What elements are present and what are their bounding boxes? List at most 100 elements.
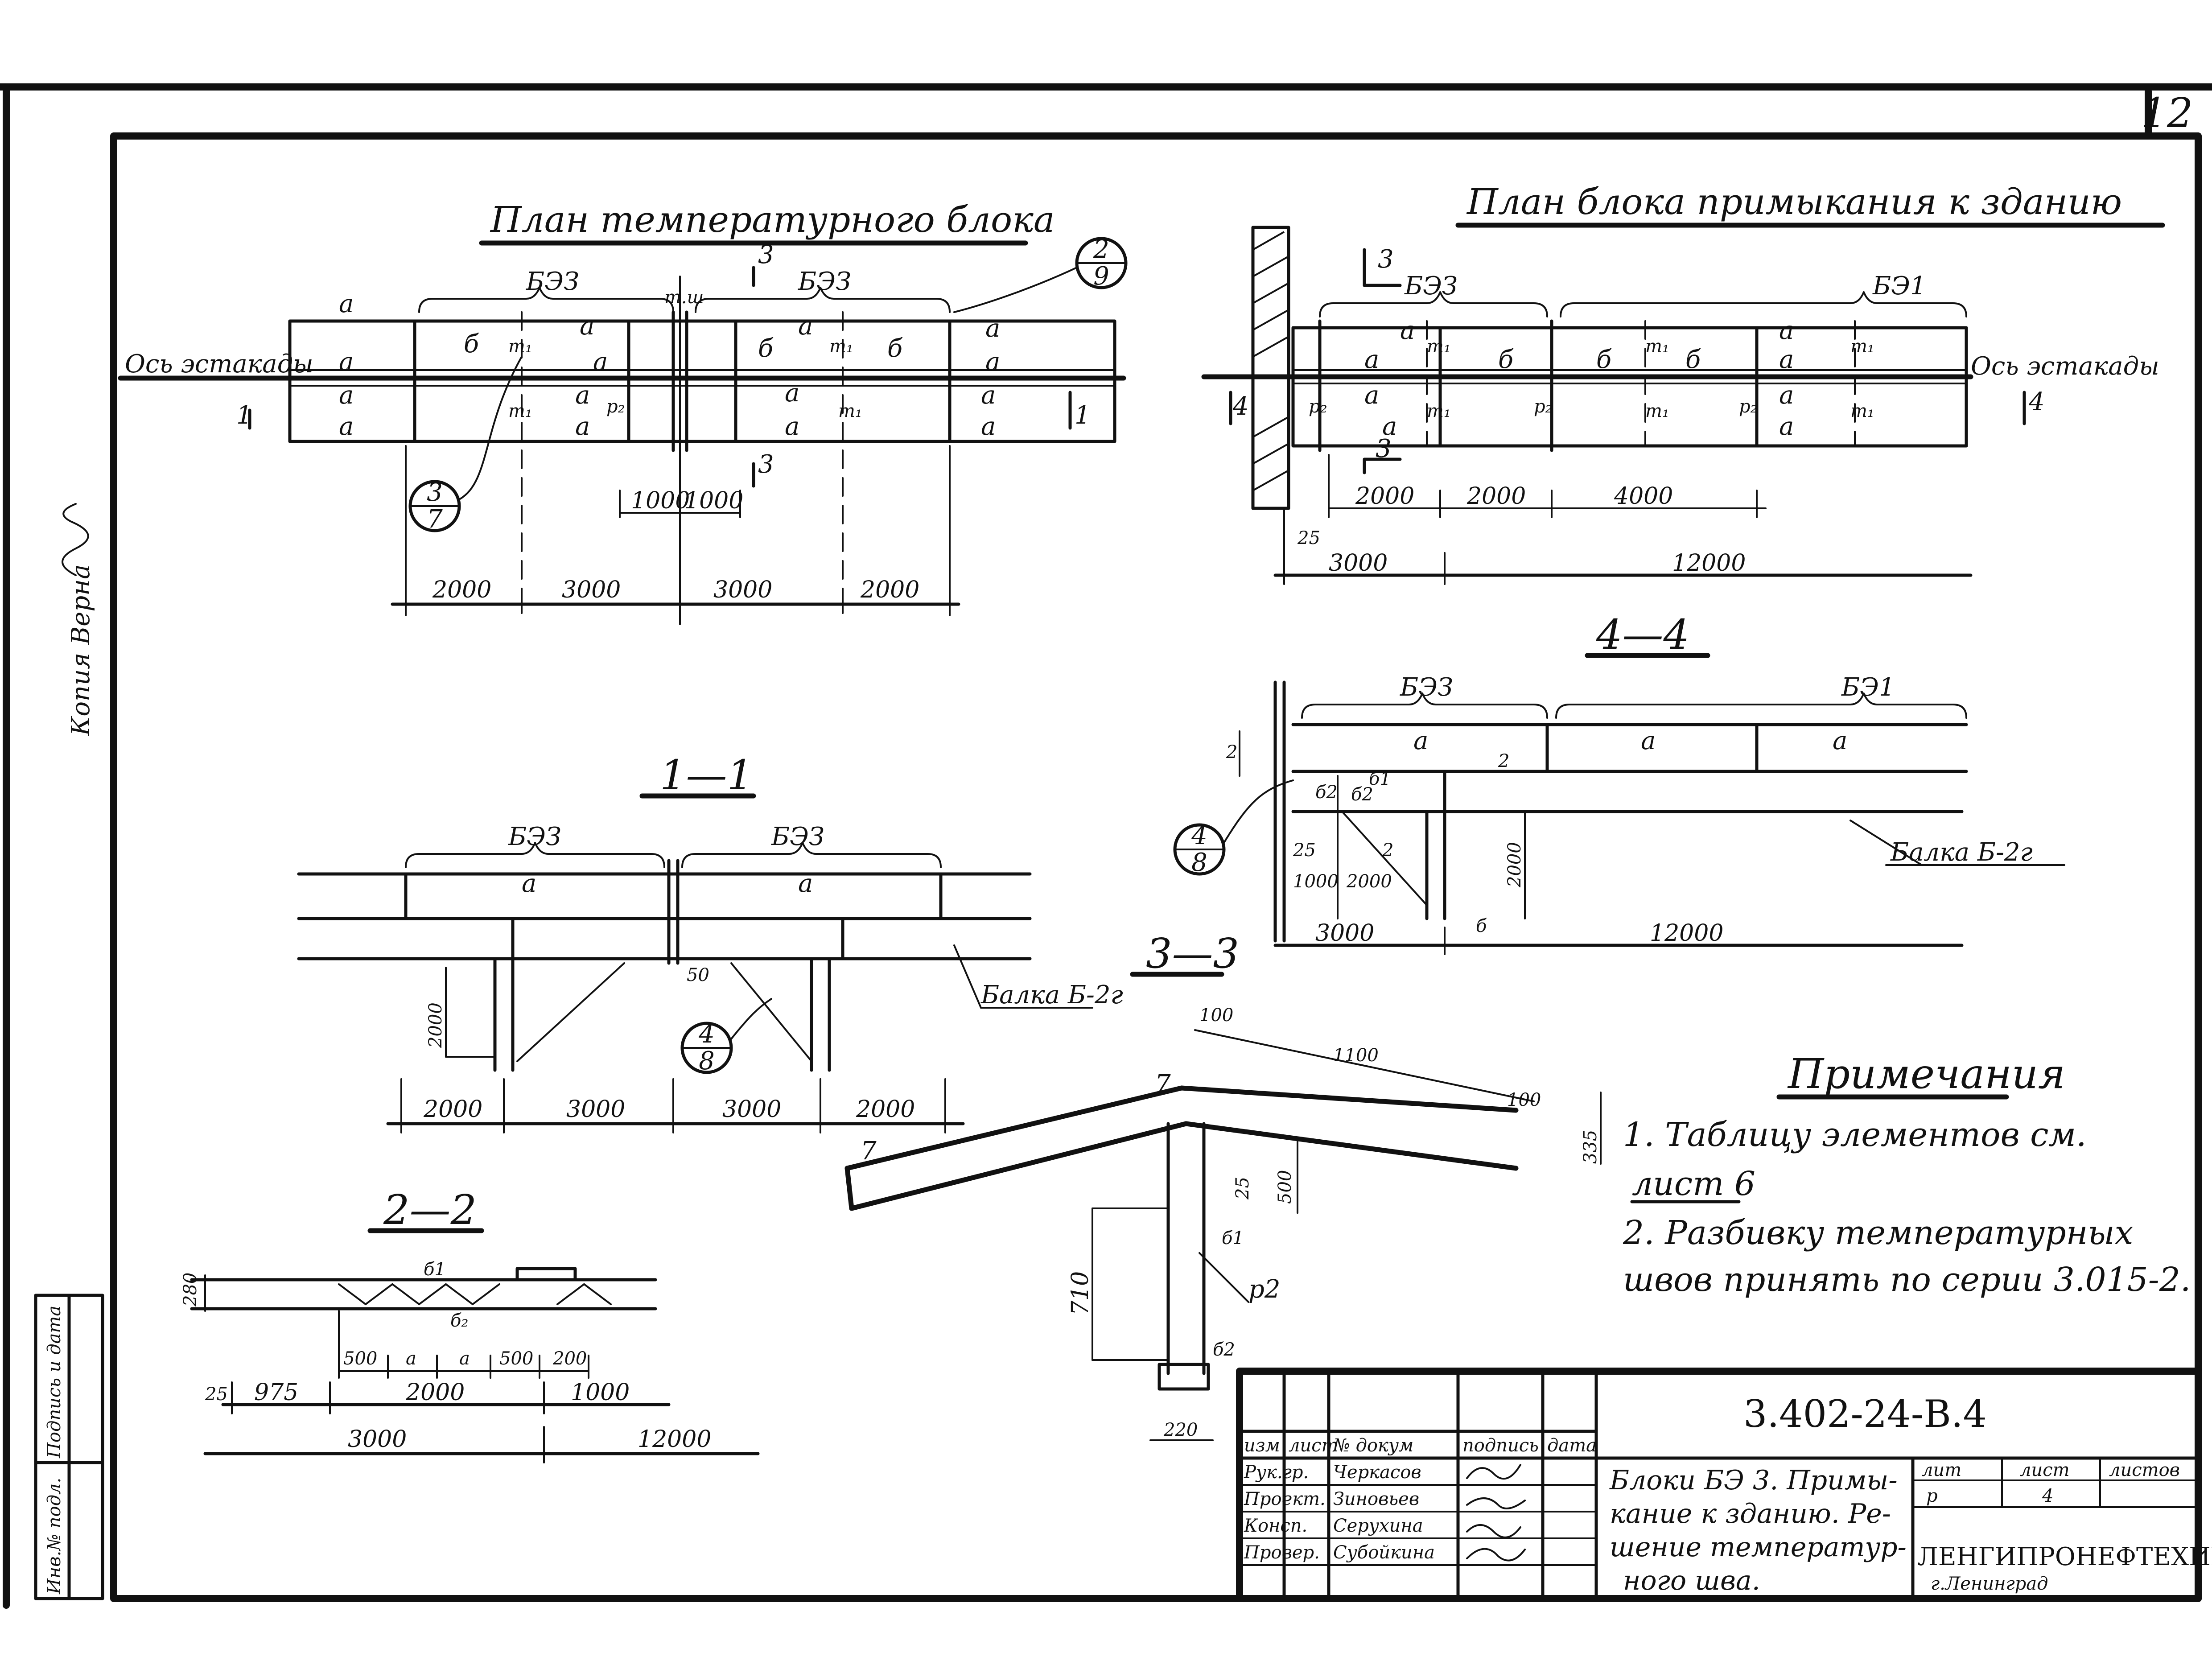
sec22-view: 2—2 б1 б₂ 280 500 а а 500 200 25 975 bbox=[180, 1186, 760, 1463]
plan-adj-label-b: б bbox=[1498, 345, 1514, 374]
plan-temp-sec-left: 1 bbox=[236, 401, 252, 430]
sec11-callout-bot: 8 bbox=[699, 1047, 715, 1076]
plan-adj-label-m: т₁ bbox=[1427, 336, 1451, 357]
plan-temp-callout-2-bot: 7 bbox=[427, 505, 443, 534]
margin-note: Копия Верна bbox=[66, 565, 95, 736]
notes-title: Примечания bbox=[1787, 1050, 2065, 1098]
sec22-dim-4: 1000 bbox=[571, 1379, 630, 1406]
plan-adj-sec-right: 4 bbox=[2028, 387, 2045, 416]
titleblock-lit-hdr-2: лист bbox=[2020, 1460, 2070, 1480]
plan-temp-sec-right: 1 bbox=[1075, 401, 1091, 430]
titleblock-role-2: Проект. bbox=[1244, 1489, 1326, 1509]
sec11-dim-1: 2000 bbox=[423, 1096, 482, 1123]
sec33-dim-5: 500 bbox=[1275, 1170, 1295, 1204]
sec33-cut-left: 7 bbox=[861, 1137, 877, 1166]
sec33-label-p2: р2 bbox=[1248, 1275, 1280, 1304]
titleblock-hdr-2: лист bbox=[1289, 1435, 1339, 1456]
sec22-dim-small-1: 500 bbox=[343, 1348, 377, 1369]
plan-temp-label-a: а bbox=[981, 412, 996, 441]
sec44-label-1: б2 bbox=[1315, 782, 1338, 803]
plan-adj-axis: Ось эстакады bbox=[1971, 352, 2159, 381]
plan-temp-block-2: БЭЗ bbox=[798, 267, 851, 296]
sec11-label-a: а bbox=[798, 869, 813, 898]
titleblock-desc-2: кание к зданию. Ре- bbox=[1610, 1498, 1891, 1529]
sec44-callout-bot: 8 bbox=[1191, 848, 1207, 877]
plan-temp-label-a: а bbox=[575, 381, 590, 410]
plan-temp-view: План температурного блока БЭЗ БЭЗ т.ш Ос… bbox=[118, 199, 1128, 625]
titleblock-signature bbox=[1466, 1524, 1521, 1538]
plan-adj-label-a: а bbox=[1382, 412, 1397, 441]
sec11-title: 1—1 bbox=[660, 751, 753, 799]
titleblock-name-3: Серухина bbox=[1333, 1516, 1423, 1536]
plan-temp-label-m: т₁ bbox=[508, 401, 532, 421]
sec33-dim-8: 220 bbox=[1163, 1420, 1198, 1440]
plan-temp-label-a: а bbox=[339, 381, 354, 410]
sec11-callout-top: 4 bbox=[698, 1020, 715, 1049]
sec33-dim-6: 25 bbox=[1232, 1177, 1253, 1200]
plan-adj-sec-left: 4 bbox=[1232, 392, 1249, 421]
titleblock-role-3: Консп. bbox=[1244, 1516, 1307, 1536]
plan-temp-label-a: а bbox=[593, 347, 608, 376]
plan-adj-dim-1: 3000 bbox=[1329, 550, 1388, 577]
title-block: 3.402-24-В.4 изм лист № докум подпись да… bbox=[1236, 1368, 2212, 1602]
titleblock-name-2: Зиновьев bbox=[1333, 1489, 1419, 1509]
plan-temp-label-a: а bbox=[785, 412, 799, 441]
titleblock-desc-3: шение температур- bbox=[1610, 1532, 1907, 1563]
plan-adj-label-a: а bbox=[1779, 412, 1794, 441]
plan-adj-title: План блока примыкания к зданию bbox=[1466, 181, 2122, 223]
sec44-label-4: 2 bbox=[1382, 840, 1393, 861]
plan-adj-label-p: р₂ bbox=[1534, 396, 1553, 417]
sec33-label-b2: б2 bbox=[1213, 1339, 1235, 1360]
plan-adj-label-a: а bbox=[1779, 345, 1794, 374]
plan-adj-label-a: а bbox=[1364, 381, 1379, 410]
plan-temp-label-a: а bbox=[985, 347, 1000, 376]
sec44-dim-height: 2 bbox=[1226, 742, 1237, 762]
plan-temp-dim-1: 2000 bbox=[432, 577, 491, 603]
notes-item-1b: лист 6 bbox=[1632, 1165, 1755, 1203]
sec44-dim-4: 2000 bbox=[1504, 842, 1525, 888]
notes-item-2b: швов принять по серии 3.015-2. bbox=[1623, 1261, 2191, 1299]
plan-adj-label-m: т₁ bbox=[1850, 336, 1874, 357]
sec33-dim-1: 100 bbox=[1199, 1005, 1233, 1026]
plan-temp-label-a: а bbox=[785, 379, 799, 408]
plan-temp-cut-bot: 3 bbox=[758, 450, 774, 479]
sec22-dim-small-5: 200 bbox=[552, 1348, 587, 1369]
titleblock-signature bbox=[1466, 1548, 1526, 1562]
sec11-gap: 50 bbox=[687, 965, 709, 985]
plan-temp-label-a: а bbox=[798, 312, 813, 341]
sec44-dim-6: 12000 bbox=[1650, 920, 1723, 947]
sec44-label-3: б2 bbox=[1351, 784, 1373, 805]
titleblock-lit-val-2: 4 bbox=[2042, 1486, 2053, 1506]
sec22-total-2: 12000 bbox=[638, 1426, 711, 1453]
sec44-callout-top: 4 bbox=[1191, 821, 1207, 850]
plan-temp-title: План температурного блока bbox=[490, 199, 1055, 240]
plan-temp-block-1: БЭЗ bbox=[526, 267, 579, 296]
titleblock-role-4: Провер. bbox=[1244, 1542, 1320, 1563]
titleblock-desc-1: Блоки БЭ 3. Примы- bbox=[1609, 1465, 1898, 1496]
sec11-label-a: а bbox=[522, 869, 536, 898]
sec44-dim-2: 1000 bbox=[1293, 871, 1339, 892]
plan-temp-label-a: а bbox=[339, 289, 354, 318]
sec22-dim-1: 25 bbox=[205, 1384, 228, 1405]
sec11-dim-3: 3000 bbox=[722, 1096, 781, 1123]
plan-adj-label-a: а bbox=[1364, 345, 1379, 374]
titleblock-hdr-1: изм bbox=[1244, 1435, 1280, 1456]
sec22-dim-3: 2000 bbox=[405, 1379, 465, 1406]
sec11-dim-2: 3000 bbox=[566, 1096, 625, 1123]
plan-temp-label-b: б bbox=[758, 334, 774, 363]
titleblock-city: г.Ленинград bbox=[1931, 1574, 2048, 1594]
notes-block: Примечания 1. Таблицу элементов см. лист… bbox=[1623, 1050, 2191, 1299]
plan-adj-label-m: т₁ bbox=[1645, 401, 1669, 421]
titleblock-name-4: Субойкина bbox=[1333, 1542, 1435, 1563]
plan-adj-label-m: т₁ bbox=[1645, 336, 1669, 357]
sec11-block-1: БЭЗ bbox=[508, 822, 561, 851]
titleblock-lit-hdr-1: лит bbox=[1922, 1460, 1961, 1480]
sec44-label-5: 2 bbox=[1498, 751, 1509, 771]
plan-temp-label-b: б bbox=[464, 330, 479, 359]
sec44-label-2: б1 bbox=[1369, 769, 1391, 789]
plan-temp-label-a: а bbox=[575, 412, 590, 441]
sec44-label-6: б bbox=[1476, 916, 1487, 936]
plan-adj-label-a: а bbox=[1400, 316, 1415, 345]
plan-adj-label-m: т₁ bbox=[1427, 401, 1451, 421]
